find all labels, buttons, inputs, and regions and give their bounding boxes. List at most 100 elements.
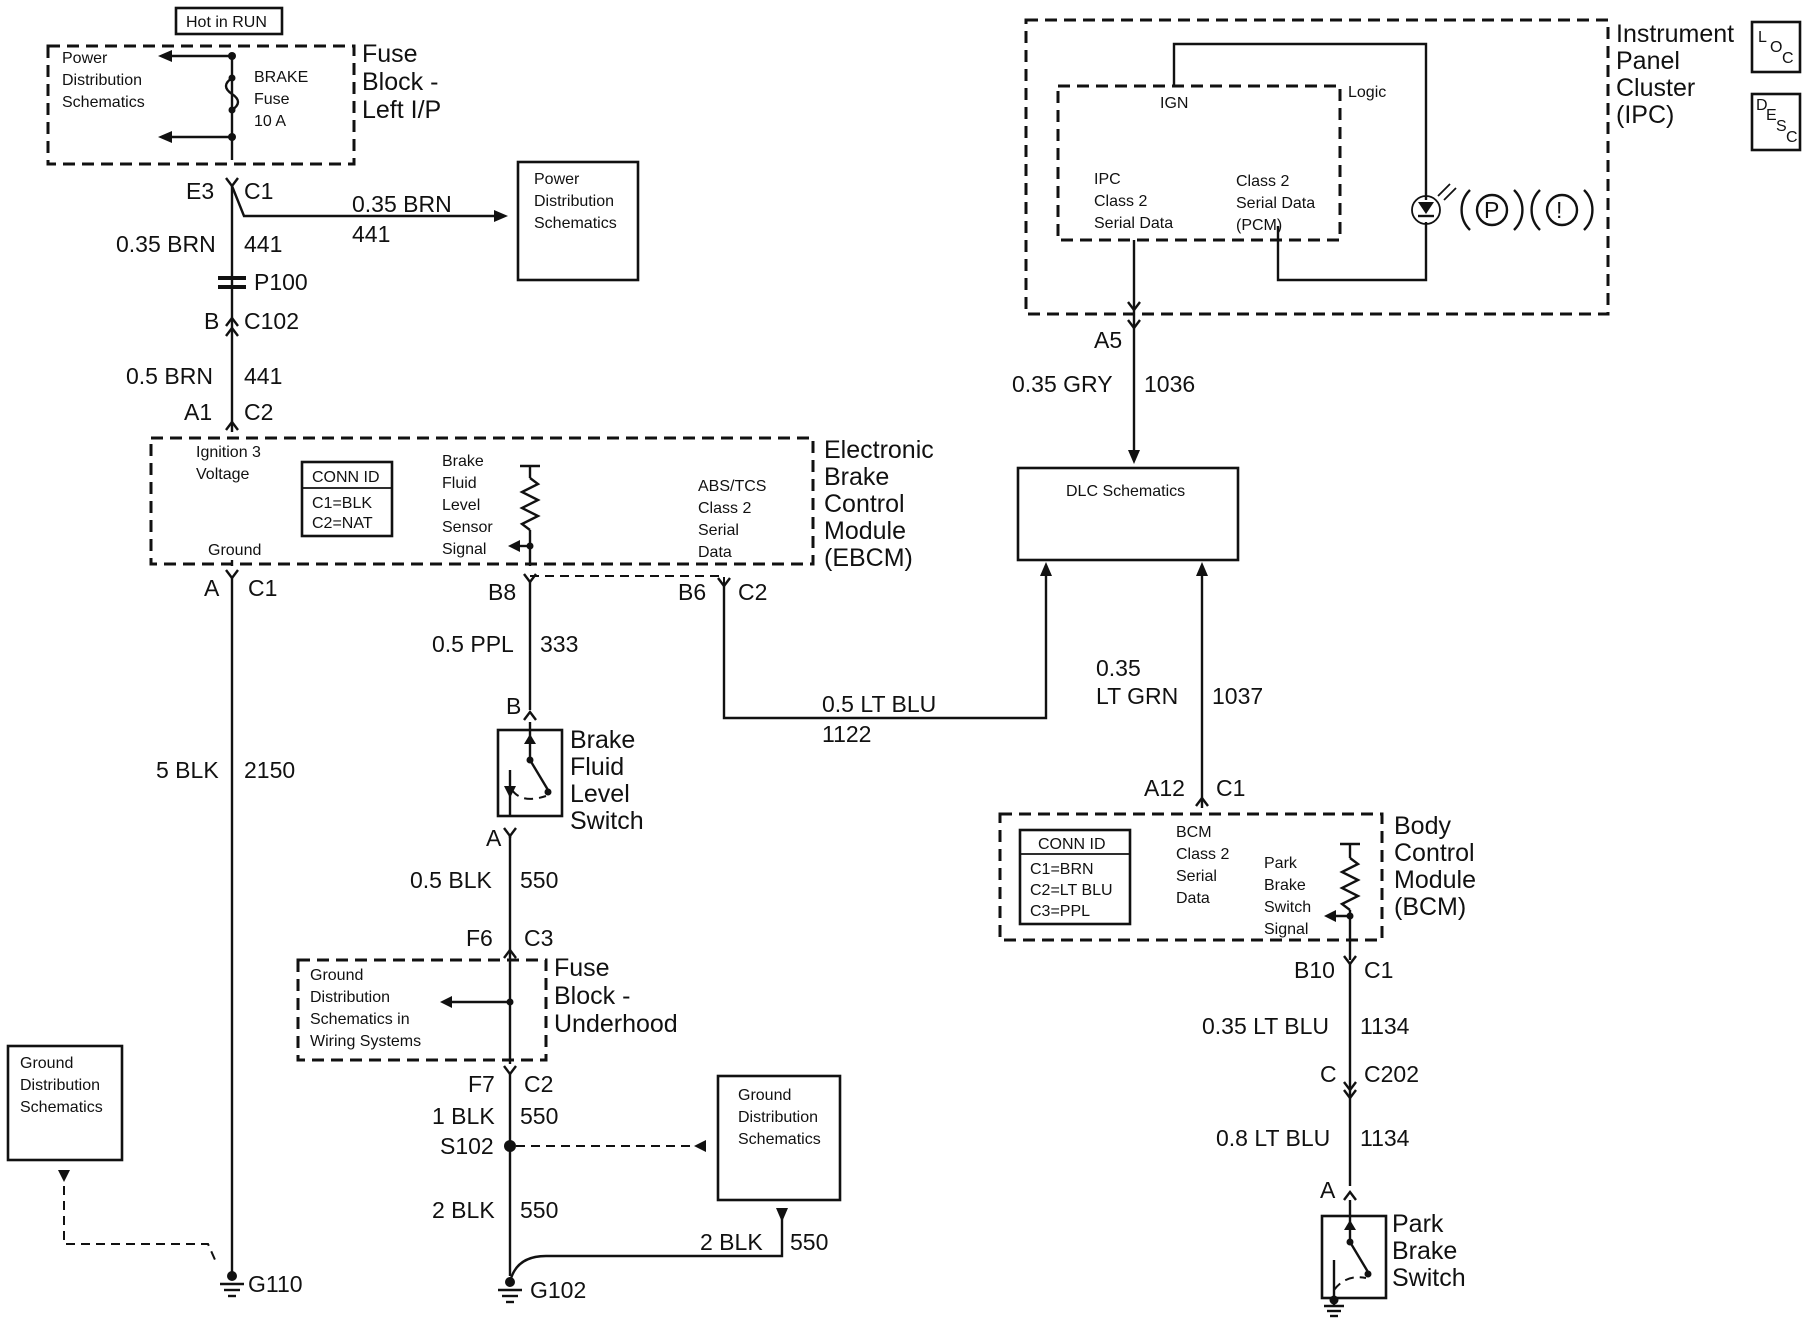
p100-passthrough-icon <box>218 276 246 280</box>
connector-c1-top-label: C1 <box>244 178 273 204</box>
arrow-up-icon <box>1040 562 1052 576</box>
arrow-left-icon <box>158 50 172 62</box>
conn-id-ebcm-box <box>300 460 394 538</box>
wire-035ltblu: 0.35 LT BLU <box>1202 1013 1329 1039</box>
arrow-right-icon <box>440 996 452 1008</box>
ground-icon <box>498 1288 522 1304</box>
ground-ebcm-label: Ground <box>208 542 261 559</box>
connector-c1-ebcm-label: C1 <box>248 575 277 601</box>
wire-2blk: 2 BLK <box>432 1197 495 1223</box>
wire-035brn: 0.35 BRN <box>116 231 216 257</box>
arrow-up-icon <box>1196 562 1208 576</box>
connector-c2-ebcm-label: C2 <box>738 579 767 605</box>
conn-id-bcm-box <box>1018 828 1132 926</box>
connector-c2-uh-label: C2 <box>524 1071 553 1097</box>
power-dist-mid-box <box>516 160 640 282</box>
wire-441-right: 441 <box>352 221 390 247</box>
ipc-label: Instrument Panel Cluster (IPC) <box>1616 20 1741 129</box>
ground-icon <box>1324 1304 1344 1318</box>
connector-b6-label: B6 <box>678 579 706 605</box>
ipc-outline <box>1024 18 1610 316</box>
bcm-outline <box>998 812 1384 942</box>
connector-b10-label: B10 <box>1294 957 1335 983</box>
wire-05ppl: 0.5 PPL <box>432 631 514 657</box>
desc-label: D E S C <box>1756 97 1798 146</box>
connector-c102-label: C102 <box>244 308 299 334</box>
connector-icon <box>225 316 239 327</box>
bcm-class2-label: BCM Class 2 Serial Data <box>1176 824 1234 907</box>
logic-outline <box>1056 84 1342 242</box>
ebcm-label: Electronic Brake Control Module (EBCM) <box>824 436 941 572</box>
connector-a-park-label: A <box>1320 1177 1336 1203</box>
wire-1134b: 1134 <box>1360 1125 1410 1151</box>
arrow-left-icon <box>694 1140 706 1152</box>
brake-fluid-level-switch-label: Brake Fluid Level Switch <box>570 726 644 835</box>
connector-icon <box>503 948 517 959</box>
dlc-schematics-label: DLC Schematics <box>1066 483 1185 500</box>
wire-08ltblu: 0.8 LT BLU <box>1216 1125 1330 1151</box>
connector-b8-label: B8 <box>488 579 516 605</box>
connector-c202-label: C202 <box>1364 1061 1419 1087</box>
wire-035gry: 0.35 GRY <box>1012 371 1113 397</box>
desc-box <box>1750 92 1802 152</box>
wire-05brn: 0.5 BRN <box>126 363 213 389</box>
connector-a-switch-label: A <box>486 825 502 851</box>
ground-dist-mid-label: Ground Distribution Schematics <box>738 1087 822 1148</box>
wire-550b: 550 <box>520 1103 558 1129</box>
arrow-left-icon <box>158 131 172 143</box>
connector-icon <box>225 569 239 580</box>
connector-c3-label: C3 <box>524 925 553 951</box>
resistor-icon <box>519 477 541 531</box>
park-brake-switch-label: Park Brake Switch <box>1392 1210 1466 1292</box>
ignition3-voltage-label: Ignition 3 Voltage <box>196 444 265 483</box>
brake-fluid-sensor-label: Brake Fluid Level Sensor Signal <box>442 453 497 558</box>
connector-a12-label: A12 <box>1144 775 1185 801</box>
arrow-down-icon <box>776 1208 788 1222</box>
wire-441a: 441 <box>244 231 282 257</box>
ground-icon <box>220 1282 244 1298</box>
connector-c1-bcm-top-label: C1 <box>1216 775 1245 801</box>
ebcm-outline <box>149 436 815 566</box>
arrow-right-icon <box>494 210 508 222</box>
wire-05blk: 0.5 BLK <box>410 867 492 893</box>
logic-label: Logic <box>1348 84 1386 101</box>
wire-05ltblu: 0.5 LT BLU <box>822 691 936 717</box>
power-dist-mid-label: Power Distribution Schematics <box>534 171 618 232</box>
wire-5blk: 5 BLK <box>156 757 219 783</box>
connector-c2-ebcm-top-label: C2 <box>244 399 273 425</box>
ground-g102-label: G102 <box>530 1277 586 1303</box>
arrow-left-icon <box>508 540 520 552</box>
wire-441b: 441 <box>244 363 282 389</box>
connector-icon <box>225 177 239 188</box>
dlc-schematics-box <box>1016 466 1240 562</box>
park-brake-indicator-icon: P <box>1460 189 1524 231</box>
ground-dist-left-label: Ground Distribution Schematics <box>20 1055 104 1116</box>
wire-1036: 1036 <box>1144 371 1195 397</box>
splice-s102-label: S102 <box>440 1133 494 1159</box>
conn-id-bcm-label: CONN ID C1=BRN C2=LT BLU C3=PPL <box>1030 836 1117 920</box>
hot-in-run-box <box>174 6 284 36</box>
hot-in-run-label: Hot in RUN <box>186 14 267 31</box>
arrow-left-icon <box>1324 910 1336 922</box>
park-brake-switch-box <box>1320 1214 1388 1300</box>
p100-passthrough-icon-2 <box>218 285 246 289</box>
connector-icon <box>225 326 239 337</box>
resistor-icon <box>1339 857 1361 911</box>
loc-box <box>1750 20 1802 74</box>
connector-icon <box>1343 1190 1357 1201</box>
connector-icon <box>1343 1089 1357 1100</box>
splice-s102-icon <box>504 1140 516 1152</box>
park-brake-signal-label: Park Brake Switch Signal <box>1264 855 1316 938</box>
connector-e3-label: E3 <box>186 178 214 204</box>
wire-035brn-right: 0.35 BRN <box>352 191 452 217</box>
wire-ltgrn: LT GRN <box>1096 683 1178 709</box>
svg-text:P: P <box>1484 197 1499 223</box>
fuse-block-left-ip-label: Fuse Block - Left I/P <box>362 40 445 124</box>
fuse-block-underhood-label: Fuse Block - Underhood <box>554 954 678 1038</box>
fuse-block-left-ip-outline <box>46 44 356 166</box>
pcm-class2-label: Class 2 Serial Data (PCM) <box>1236 173 1320 234</box>
arrow-down-icon <box>1128 450 1140 464</box>
wire-035: 0.35 <box>1096 655 1141 681</box>
ground-dist-wiring-label: Ground Distribution Schematics in Wiring… <box>310 967 421 1050</box>
connector-f6-label: F6 <box>466 925 493 951</box>
